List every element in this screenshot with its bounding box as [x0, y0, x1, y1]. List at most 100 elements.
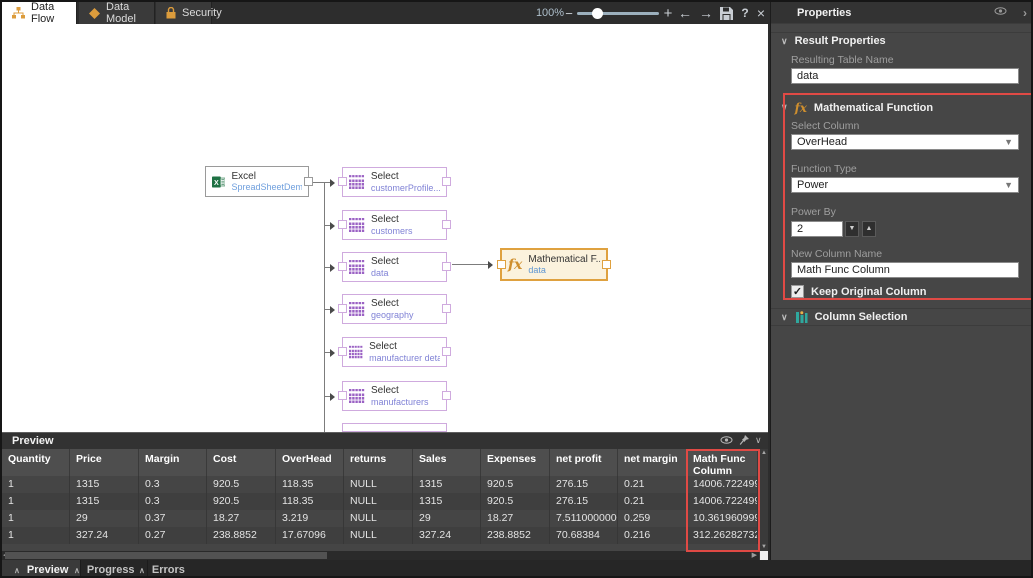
pin-icon[interactable]	[739, 434, 750, 449]
keep-original-checkbox[interactable]: ✓	[791, 285, 804, 298]
keep-original-label: Keep Original Column	[811, 286, 927, 298]
column-header[interactable]: returns	[344, 449, 413, 476]
zoom-out-button[interactable]: −	[565, 5, 573, 21]
eye-icon[interactable]	[994, 6, 1007, 19]
canvas-toolbar: 100% − + ← → ? ×	[532, 2, 768, 24]
tab-security[interactable]: Security	[156, 2, 222, 24]
undo-button[interactable]: ←	[678, 5, 692, 21]
fx-icon: fx	[794, 100, 807, 115]
node-port-left[interactable]	[338, 347, 347, 356]
table-grid-icon	[349, 302, 365, 316]
function-type-dropdown[interactable]: Power ▼	[791, 177, 1019, 193]
edge-arrowhead	[330, 221, 335, 230]
edge-branch-line	[324, 225, 332, 226]
tab-data-flow[interactable]: Data Flow	[2, 2, 77, 25]
column-header[interactable]: Quantity	[2, 449, 70, 476]
scrollbar-handle[interactable]	[5, 552, 327, 559]
column-header[interactable]: OverHead	[276, 449, 344, 476]
power-by-input[interactable]: 2	[791, 221, 843, 237]
table-cell: 7.5110000000...	[550, 510, 618, 527]
edge-arrowhead	[330, 348, 335, 357]
table-grid-icon	[349, 345, 363, 359]
node-title: Excel	[231, 170, 256, 182]
section-column-selection[interactable]: ∨ Column Selection	[771, 308, 1031, 326]
redo-button[interactable]: →	[699, 5, 713, 21]
column-header[interactable]: Expenses	[481, 449, 550, 476]
zoom-slider[interactable]	[577, 8, 659, 19]
new-column-input[interactable]: Math Func Column	[791, 262, 1019, 278]
node-port-left[interactable]	[338, 391, 347, 400]
scroll-down-icon[interactable]: ▼	[761, 544, 767, 550]
chevron-down-icon[interactable]: ∨	[755, 435, 762, 445]
chevron-up-icon: ∧	[74, 565, 80, 575]
spinner-up-button[interactable]: ▲	[862, 221, 876, 237]
help-button[interactable]: ?	[741, 6, 749, 20]
vertical-scrollbar[interactable]: ▲ ▼	[760, 449, 768, 551]
bottom-tab-progress[interactable]: ∧ Progress	[62, 560, 148, 576]
node-port-right[interactable]	[442, 304, 451, 313]
column-header[interactable]: Math Func Column	[687, 449, 758, 476]
column-header[interactable]: net margin	[618, 449, 687, 476]
node-port-left[interactable]	[497, 259, 506, 269]
fx-icon: fx	[508, 256, 523, 273]
close-button[interactable]: ×	[756, 5, 766, 21]
horizontal-scrollbar[interactable]: ◀ ▶	[2, 551, 759, 560]
node-port-right[interactable]	[442, 391, 451, 400]
column-header[interactable]: Cost	[207, 449, 276, 476]
scroll-right-icon[interactable]: ▶	[751, 552, 757, 559]
node-port-left[interactable]	[338, 220, 347, 229]
node-port-right[interactable]	[442, 220, 451, 229]
column-header[interactable]: Price	[70, 449, 139, 476]
node-subtitle: customerProfile...	[370, 182, 440, 193]
node-select-partial[interactable]	[342, 423, 447, 432]
column-header[interactable]: net profit	[550, 449, 618, 476]
zoom-in-button[interactable]: +	[663, 4, 673, 22]
edge-trunk-line	[324, 182, 325, 432]
node-port-left[interactable]	[338, 262, 347, 271]
table-cell: 0.3	[139, 493, 207, 510]
table-cell: 327.24	[413, 527, 481, 544]
scroll-up-icon[interactable]: ▲	[761, 450, 767, 456]
node-port-left[interactable]	[338, 177, 347, 186]
column-header[interactable]: Margin	[139, 449, 207, 476]
collapse-panel-icon[interactable]: ›	[1023, 6, 1027, 20]
node-port-right[interactable]	[442, 347, 451, 356]
node-port-right[interactable]	[442, 262, 451, 271]
node-port-right[interactable]	[304, 176, 313, 186]
node-port-right[interactable]	[602, 259, 611, 269]
bottom-tab-preview[interactable]: ∧ Preview	[2, 560, 82, 576]
zoom-slider-thumb[interactable]	[592, 8, 603, 19]
column-header[interactable]: Sales	[413, 449, 481, 476]
eye-icon[interactable]	[720, 435, 733, 448]
select-column-value: OverHead	[797, 136, 848, 148]
select-column-dropdown[interactable]: OverHead ▼	[791, 134, 1019, 150]
section-result-properties[interactable]: ∨ Result Properties	[771, 32, 1031, 49]
save-button[interactable]	[716, 2, 736, 24]
bottom-tab-errors[interactable]: ∧ Errors	[127, 560, 197, 576]
node-subtitle: geography	[371, 309, 414, 320]
section-mathematical-function[interactable]: ∨ fx Mathematical Function	[771, 99, 1031, 116]
tab-data-model[interactable]: Data Model	[79, 2, 155, 25]
table-cell: 118.35	[276, 493, 344, 510]
node-port-right[interactable]	[442, 177, 451, 186]
power-by-label: Power By	[791, 206, 836, 218]
chevron-down-icon: ▼	[1004, 137, 1013, 147]
node-port-left[interactable]	[338, 304, 347, 313]
table-cell: 1	[2, 476, 70, 493]
spinner-down-button[interactable]: ▼	[845, 221, 859, 237]
table-name-input[interactable]: data	[791, 68, 1019, 84]
